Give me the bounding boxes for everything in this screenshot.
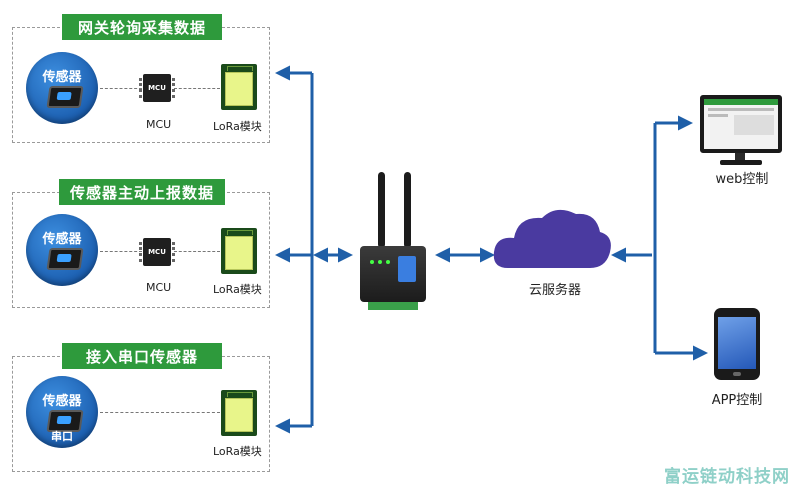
group-title-serial: 接入串口传感器 xyxy=(62,343,222,369)
lora-module-icon xyxy=(221,390,257,436)
phone-home-button xyxy=(733,372,741,376)
link-dash xyxy=(174,88,220,89)
monitor-screen-image xyxy=(734,115,774,135)
app-control-label: APP控制 xyxy=(711,393,763,408)
sensor-serial-label: 串口 xyxy=(51,430,73,443)
gateway-terminal-block xyxy=(368,302,418,310)
lora-module-icon xyxy=(221,228,257,274)
sensor-node-1: 传感器 xyxy=(26,52,98,124)
monitor-icon xyxy=(700,95,782,153)
gateway-led-icon xyxy=(378,260,382,264)
mcu-caption: MCU xyxy=(146,281,172,294)
lora-board xyxy=(225,236,253,270)
monitor-screen-header xyxy=(704,99,778,105)
mcu-chip-icon: MCU xyxy=(139,74,175,102)
gateway-router-icon xyxy=(360,246,426,302)
smartphone-icon xyxy=(714,308,760,380)
sensor-node-3: 传感器 串口 xyxy=(26,376,98,448)
phone-screen xyxy=(718,317,756,369)
web-control-label: web控制 xyxy=(715,172,769,187)
link-dash xyxy=(100,251,142,252)
monitor-screen-row xyxy=(708,114,728,117)
lora-antenna-icon xyxy=(227,392,253,397)
lora-caption: LoRa模块 xyxy=(213,120,262,133)
lora-caption: LoRa模块 xyxy=(213,283,262,296)
sensor-label: 传感器 xyxy=(42,394,82,409)
gateway-led-icon xyxy=(370,260,374,264)
cloud-server-label: 云服务器 xyxy=(528,283,581,298)
lora-module-icon xyxy=(221,64,257,110)
link-dash xyxy=(100,412,220,413)
sensor-chip-icon xyxy=(46,86,84,108)
mcu-chip-icon: MCU xyxy=(139,238,175,266)
sensor-chip-icon xyxy=(46,248,84,270)
group-title-polling: 网关轮询采集数据 xyxy=(62,14,222,40)
gateway-antenna-right-icon xyxy=(404,172,411,248)
cloud-icon xyxy=(493,209,611,268)
sensor-label: 传感器 xyxy=(42,70,82,85)
watermark-text: 富运链动科技网 xyxy=(664,467,790,487)
mcu-caption: MCU xyxy=(146,118,172,131)
group-title-active-report: 传感器主动上报数据 xyxy=(59,179,225,205)
sensor-node-2: 传感器 xyxy=(26,214,98,286)
lora-antenna-icon xyxy=(227,230,253,235)
lora-board xyxy=(225,72,253,106)
gateway-antenna-left-icon xyxy=(378,172,385,248)
lora-antenna-icon xyxy=(227,66,253,71)
link-dash xyxy=(174,251,220,252)
monitor-stand xyxy=(735,153,745,161)
monitor-screen-row xyxy=(708,108,774,111)
gateway-panel xyxy=(398,256,416,282)
lora-board xyxy=(225,398,253,432)
gateway-led-icon xyxy=(386,260,390,264)
monitor-base xyxy=(720,160,762,165)
lora-caption: LoRa模块 xyxy=(213,445,262,458)
link-dash xyxy=(100,88,142,89)
sensor-label: 传感器 xyxy=(42,232,82,247)
